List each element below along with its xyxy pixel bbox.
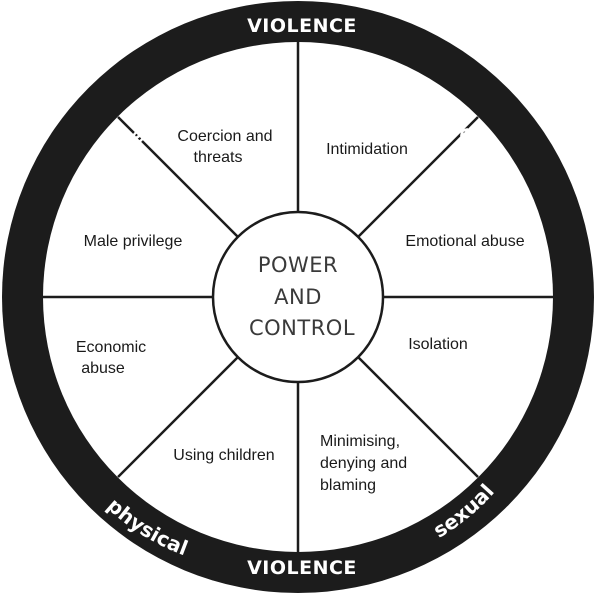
segment-emotional-line-1: Emotional abuse <box>405 233 524 250</box>
spoke-diag-top-left <box>117 116 239 238</box>
segment-minimising-line-3: blaming <box>320 477 376 494</box>
segment-coercion: Coercion and threats <box>177 128 272 166</box>
segment-economic: Economic abuse <box>76 339 146 377</box>
segment-emotional: Emotional abuse <box>405 233 524 250</box>
segment-isolation: Isolation <box>408 336 468 353</box>
hub-line-2: AND <box>274 285 322 309</box>
hub-circle <box>211 210 385 384</box>
hub-line-3: CONTROL <box>249 316 355 340</box>
segment-isolation-line-1: Isolation <box>408 336 468 353</box>
segment-intimidation-line-1: Intimidation <box>326 141 408 158</box>
rim-bottom-violence: VIOLENCE <box>247 557 357 579</box>
spoke-diag-top-right <box>357 116 479 238</box>
segment-children-line-1: Using children <box>173 447 274 464</box>
segment-coercion-line-2: threats <box>194 149 243 166</box>
spoke-diag-bottom-left <box>117 356 239 478</box>
segment-coercion-line-1: Coercion and <box>177 128 272 145</box>
rim-top-violence: VIOLENCE <box>247 15 357 37</box>
segment-privilege-line-1: Male privilege <box>84 233 183 250</box>
segment-minimising-line-1: Minimising, <box>320 433 400 450</box>
hub-line-1: POWER <box>258 253 338 277</box>
segment-minimising-line-2: denying and <box>320 455 407 472</box>
hub-text: POWER AND CONTROL <box>249 253 355 340</box>
segment-children: Using children <box>173 447 274 464</box>
segment-economic-line-2: abuse <box>81 360 125 377</box>
segment-economic-line-1: Economic <box>76 339 146 356</box>
segment-minimising: Minimising, denying and blaming <box>320 433 407 494</box>
spokes <box>43 42 553 552</box>
segment-intimidation: Intimidation <box>326 141 408 158</box>
segment-privilege: Male privilege <box>84 233 183 250</box>
spoke-diag-bottom-right <box>357 356 479 478</box>
